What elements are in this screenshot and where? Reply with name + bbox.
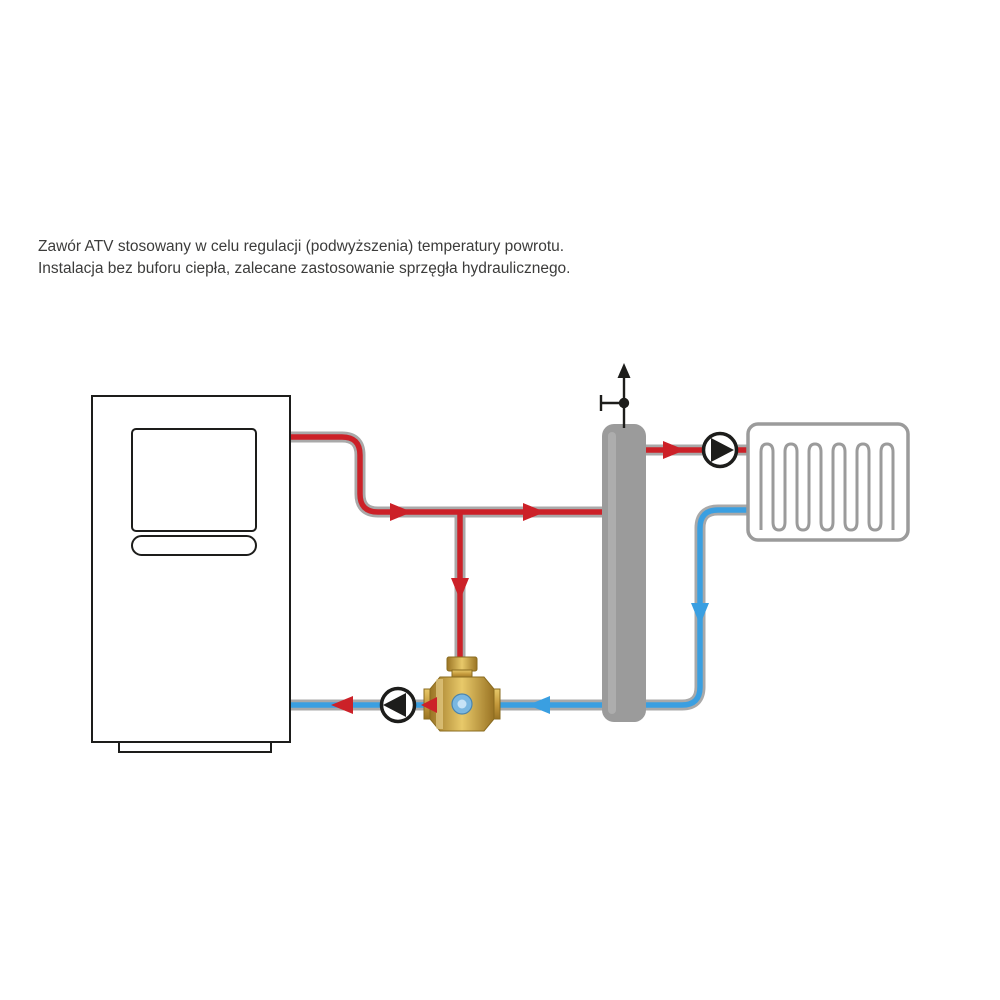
caption-line-2: Instalacja bez buforu ciepła, zalecane z… (38, 259, 571, 277)
flow-arrow-mixed-left-1 (421, 697, 437, 713)
flow-arrow-to-pump-right (663, 441, 685, 459)
flow-arrow-return-down (691, 603, 709, 625)
supply-pipe-boiler-to-separator (285, 431, 610, 518)
pump-rotor-left-icon (383, 693, 406, 717)
flow-arrows (331, 441, 709, 714)
flow-arrow-mixed-left-2 (331, 696, 353, 714)
radiator (746, 422, 910, 542)
atv-valve-top-nut (446, 656, 478, 672)
supply-flow-line (285, 434, 610, 515)
radiator-coil (759, 442, 895, 532)
pump-rotor-right-icon (711, 438, 734, 462)
atv-valve-highlight (436, 679, 443, 729)
atv-valve (423, 656, 501, 732)
flow-arrow-supply-right-2 (523, 503, 545, 521)
boiler-base (118, 741, 272, 753)
circulation-pump-bottom (379, 686, 417, 724)
pipes-outer (285, 431, 754, 711)
flow-arrow-supply-right-1 (390, 503, 412, 521)
circulation-pump-top (701, 431, 739, 469)
hydraulic-separator (602, 424, 646, 722)
caption: Zawór ATV stosowany w celu regulacji (po… (38, 236, 571, 279)
boiler (91, 395, 291, 753)
air-vent-icon (599, 363, 631, 428)
flow-arrow-return-left (528, 696, 550, 714)
atv-valve-label-cap-inner (457, 699, 467, 709)
flow-arrow-branch-down (451, 578, 469, 600)
caption-line-1: Zawór ATV stosowany w celu regulacji (po… (38, 238, 565, 255)
boiler-display (131, 428, 257, 532)
boiler-slot (131, 535, 257, 556)
